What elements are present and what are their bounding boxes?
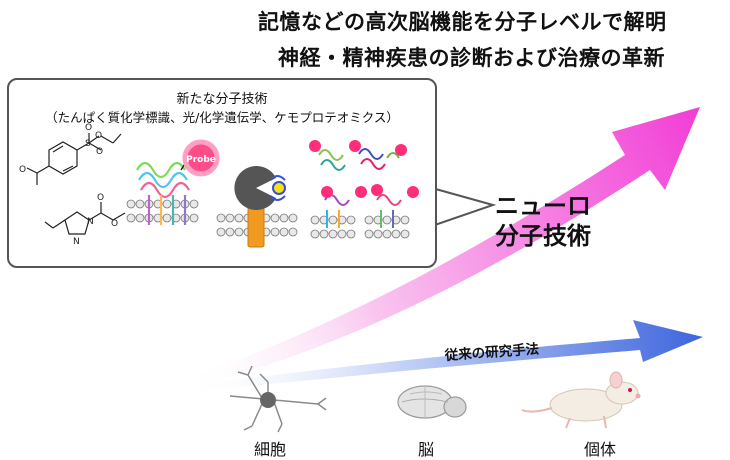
scale-label-individual: 個体 (584, 440, 617, 459)
protein-structure-1 (136, 161, 190, 225)
neuron-nucleus (260, 392, 276, 408)
svg-text:O: O (111, 219, 118, 229)
ligand (272, 181, 286, 195)
box-subtitle: （たんぱく質化学標識、光/化学遺伝学、ケモプロテオミクス） (45, 110, 399, 125)
traditional-method-arrow (180, 320, 703, 392)
neuro-tech-label-1: ニューロ (495, 192, 591, 220)
svg-text:O: O (85, 123, 92, 133)
receptor-pacman (234, 166, 276, 210)
box-title: 新たな分子技術 (176, 92, 268, 107)
probe-dots (309, 140, 419, 198)
svg-text:O: O (19, 165, 26, 175)
svg-text:O: O (96, 147, 103, 157)
scale-label-cell: 細胞 (254, 440, 287, 459)
probe-label: Probe (186, 155, 216, 165)
mouse-icon (521, 371, 641, 429)
headline-line-1: 記憶などの高次脳機能を分子レベルで解明 (258, 10, 667, 34)
svg-text:S: S (85, 139, 91, 149)
neuron-icon (229, 365, 327, 433)
headline-line-2: 神経・精神疾患の診断および治療の革新 (278, 46, 665, 70)
svg-text:O: O (97, 193, 104, 203)
probe-circle (182, 139, 220, 177)
brain-icon (397, 385, 467, 419)
protein-structures-labeled (318, 148, 402, 228)
svg-text:O: O (95, 131, 102, 141)
neuro-tech-label-2: 分子技術 (495, 222, 591, 250)
svg-text:N: N (87, 217, 94, 227)
new-technology-arrow (175, 107, 700, 388)
scale-label-brain: 脳 (418, 440, 435, 459)
chemical-structure-imidazole (44, 202, 126, 235)
svg-text:N: N (73, 237, 80, 247)
chemical-structure-sulfonyl (26, 133, 122, 185)
